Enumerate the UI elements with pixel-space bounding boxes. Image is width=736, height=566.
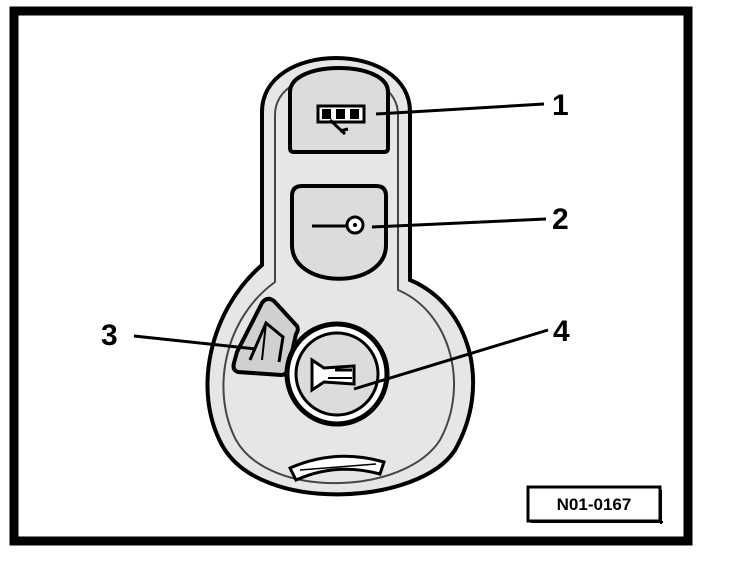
- car-unlock-icon: [316, 104, 366, 136]
- leader-lines: [133, 102, 549, 391]
- leader-line-4: [353, 328, 549, 391]
- lock-key-button[interactable]: [290, 184, 388, 281]
- leader-line-1: [375, 102, 545, 116]
- unlock-rear-button[interactable]: [288, 66, 390, 154]
- trunk-icon: [248, 320, 285, 363]
- key-fob: [205, 56, 476, 497]
- panic-horn-button[interactable]: [284, 321, 390, 427]
- leader-line-2: [371, 217, 547, 229]
- callout-1: 1: [552, 89, 569, 122]
- callout-3: 3: [101, 319, 118, 352]
- reference-code: N01-0167: [557, 495, 632, 514]
- leader-line-3: [133, 334, 257, 351]
- callout-4: 4: [553, 315, 570, 348]
- horn-icon: [310, 357, 356, 393]
- key-icon: [312, 215, 365, 235]
- callout-2: 2: [552, 203, 569, 236]
- reference-code-box: N01-0167: [526, 485, 663, 524]
- key-ring-slot: [287, 454, 386, 482]
